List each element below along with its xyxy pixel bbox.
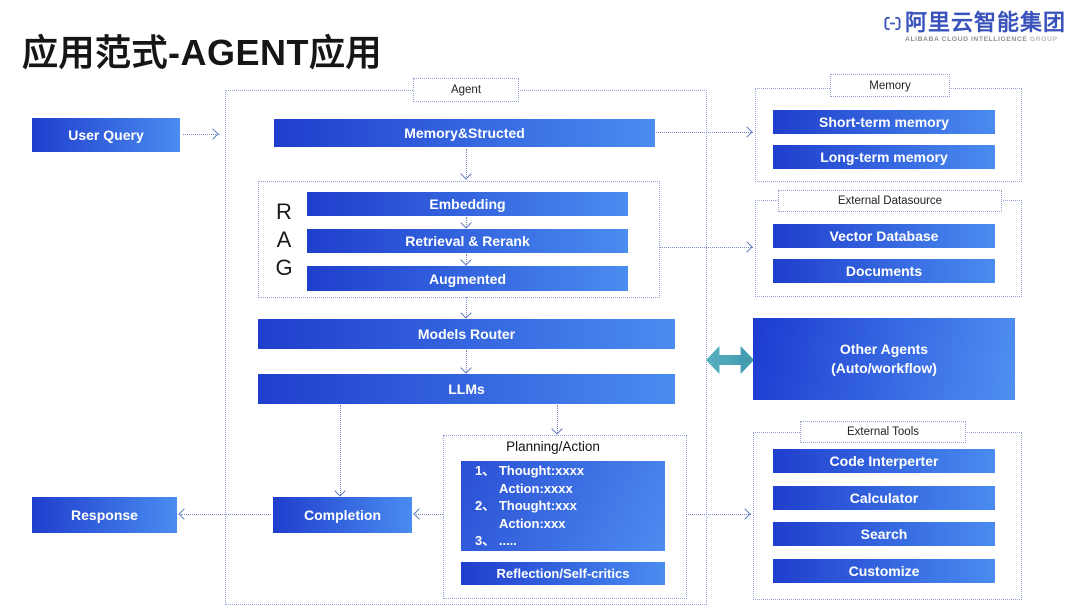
models-router-box: Models Router [258,319,675,349]
connector-planning-completion [416,514,443,515]
logo-cn-text: 阿里云智能集团 [905,10,1067,35]
alibaba-cloud-logo: 阿里云智能集团 ALIBABA CLOUD INTELLIGENCE GROUP [884,12,1066,44]
short-term-memory-box: Short-term memory [773,110,995,134]
response-box: Response [32,497,177,533]
memory-structed-box: Memory&Structed [274,119,655,147]
connector-llms-planning [557,405,558,433]
llms-box: LLMs [258,374,675,404]
arrowhead-right-icon [741,241,753,253]
vector-database-box: Vector Database [773,224,995,248]
bidirectional-arrow-icon [706,346,754,374]
connector-retrieval-augmented [466,254,467,264]
long-term-memory-box: Long-term memory [773,145,995,169]
completion-box: Completion [273,497,412,533]
arrowhead-right-icon [207,128,219,140]
external-datasource-frame-label: External Datasource [778,190,1002,212]
connector-rag-modelsrouter [466,297,467,317]
memory-frame-label: Memory [830,74,950,97]
calculator-box: Calculator [773,486,995,510]
connector-modelsrouter-llms [466,350,467,372]
arrowhead-left-icon [178,508,190,520]
documents-box: Documents [773,259,995,283]
connector-memorystructed-rag [466,149,467,177]
user-query-box: User Query [32,118,180,152]
customize-box: Customize [773,559,995,583]
logo-en-text: ALIBABA CLOUD INTELLIGENCE GROUP [905,36,1058,43]
connector-llms-completion [340,405,341,495]
code-interpreter-box: Code Interperter [773,449,995,473]
connector-planning-tools [686,514,751,515]
planning-action-label: Planning/Action [506,439,600,454]
reflection-self-critics-box: Reflection/Self-critics [461,562,665,585]
alibaba-cloud-logo-icon [884,15,901,37]
retrieval-rerank-box: Retrieval & Rerank [307,229,628,253]
thought-action-box: 1、 Thought:xxxx Action:xxxx 2、 Thought:x… [461,461,665,551]
augmented-box: Augmented [307,266,628,291]
search-box: Search [773,522,995,546]
connector-memorystructed-memory [656,132,753,133]
arrowhead-right-icon [739,508,751,520]
rag-frame [258,181,660,298]
embedding-box: Embedding [307,192,628,216]
page-title: 应用范式-AGENT应用 [22,32,382,73]
arrowhead-right-icon [741,126,753,138]
connector-embedding-retrieval [466,217,467,227]
rag-label: R A G [275,199,293,280]
agent-container-label: Agent [413,78,519,102]
external-tools-frame-label: External Tools [800,421,966,443]
connector-rag-datasource [659,247,753,248]
other-agents-box: Other Agents (Auto/workflow) [753,318,1015,400]
connector-completion-response [181,514,271,515]
connector-userquery-agent [183,134,220,135]
